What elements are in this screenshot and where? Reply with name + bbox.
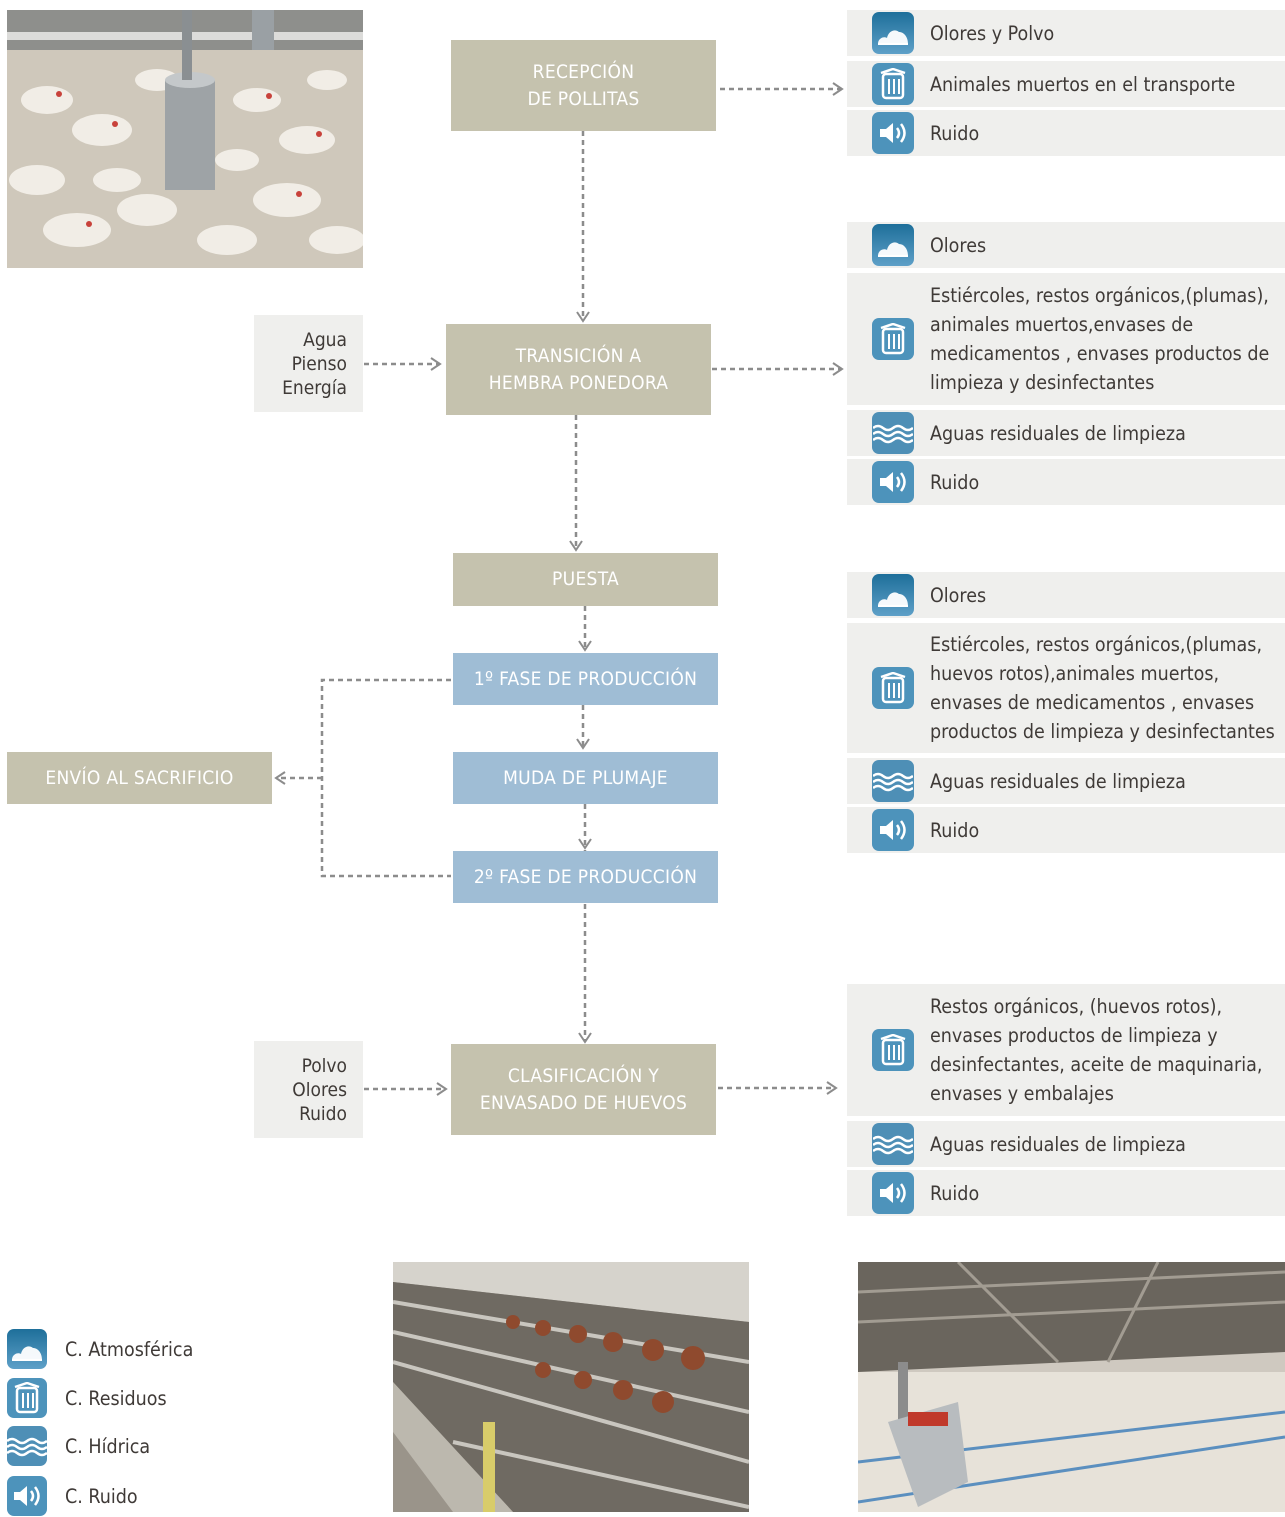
effect-text: Aguas residuales de limpieza [930, 1132, 1186, 1156]
effect-text: Olores y Polvo [930, 21, 1055, 45]
atmosphere-icon [7, 1329, 47, 1369]
legend-item-residuos: C. Residuos [7, 1377, 167, 1419]
step-clasificacion-envasado: CLASIFICACIÓN Y ENVASADO DE HUEVOS [451, 1044, 716, 1135]
atmosphere-icon [872, 224, 914, 266]
effect-text: Ruido [930, 470, 980, 494]
step-recepcion-pollitas: RECEPCIÓN DE POLLITAS [451, 40, 716, 131]
input-label: Energía [282, 376, 347, 399]
waste-icon [872, 1029, 914, 1071]
legend-label: C. Atmosférica [65, 1337, 194, 1361]
legend-item-atmosferica: C. Atmosférica [7, 1328, 193, 1370]
waste-icon [872, 667, 914, 709]
water-icon [872, 412, 914, 454]
input-label: Olores [292, 1078, 347, 1101]
noise-icon [872, 809, 914, 851]
effect-text: Restos orgánicos, (huevos rotos), envase… [930, 995, 1263, 1105]
step-transicion-hembra-ponedora: TRANSICIÓN A HEMBRA PONEDORA [446, 324, 711, 415]
step-fase2-produccion: 2º FASE DE PRODUCCIÓN [453, 851, 718, 903]
effect-row: Restos orgánicos, (huevos rotos), envase… [847, 984, 1285, 1116]
input-label: Agua [303, 328, 347, 351]
legend-item-ruido: C. Ruido [7, 1475, 138, 1517]
inputs-transicion: Agua Pienso Energía [254, 315, 363, 412]
effect-row: Olores [847, 222, 1285, 268]
noise-icon [872, 112, 914, 154]
waste-icon [872, 318, 914, 360]
effect-text: Olores [930, 233, 987, 257]
water-icon [872, 1123, 914, 1165]
effect-text: Ruido [930, 121, 980, 145]
legend-label: C. Ruido [65, 1484, 138, 1508]
legend-item-hidrica: C. Hídrica [7, 1425, 150, 1467]
effect-text: Olores [930, 583, 987, 607]
effect-row: Olores y Polvo [847, 10, 1285, 56]
effect-row: Aguas residuales de limpieza [847, 758, 1285, 804]
step-fase1-produccion: 1º FASE DE PRODUCCIÓN [453, 653, 718, 705]
water-icon [872, 760, 914, 802]
effect-row: Ruido [847, 807, 1285, 853]
atmosphere-icon [872, 574, 914, 616]
effect-text: Aguas residuales de limpieza [930, 769, 1186, 793]
legend-label: C. Residuos [65, 1386, 167, 1410]
effect-row: Ruido [847, 459, 1285, 505]
effect-text: Aguas residuales de limpieza [930, 421, 1186, 445]
photo-laying-cages [393, 1262, 749, 1512]
input-label: Ruido [299, 1102, 347, 1125]
effect-text: Ruido [930, 1181, 980, 1205]
waste-icon [872, 63, 914, 105]
noise-icon [872, 1172, 914, 1214]
effect-row: Animales muertos en el transporte [847, 61, 1285, 107]
step-envio-sacrificio: ENVÍO AL SACRIFICIO [7, 752, 272, 804]
noise-icon [872, 461, 914, 503]
noise-icon [7, 1476, 47, 1516]
photo-chicks-feeder [7, 10, 363, 268]
effect-row: Ruido [847, 1170, 1285, 1216]
legend-label: C. Hídrica [65, 1434, 151, 1458]
inputs-clasificacion: Polvo Olores Ruido [254, 1041, 363, 1138]
effect-row: Aguas residuales de limpieza [847, 410, 1285, 456]
effect-text: Animales muertos en el transporte [930, 72, 1236, 96]
step-muda-plumaje: MUDA DE PLUMAJE [453, 752, 718, 804]
input-label: Pienso [291, 352, 347, 375]
effect-text: Ruido [930, 818, 980, 842]
step-puesta: PUESTA [453, 553, 718, 606]
effect-text: Estiércoles, restos orgánicos,(plumas), … [930, 284, 1270, 394]
effect-row: Estiércoles, restos orgánicos,(plumas), … [847, 273, 1285, 405]
water-icon [7, 1426, 47, 1466]
effect-row: Estiércoles, restos orgánicos,(plumas, h… [847, 623, 1285, 753]
effect-row: Aguas residuales de limpieza [847, 1121, 1285, 1167]
effect-text: Estiércoles, restos orgánicos,(plumas, h… [930, 633, 1275, 743]
waste-icon [7, 1378, 47, 1418]
effect-row: Ruido [847, 110, 1285, 156]
effect-row: Olores [847, 572, 1285, 618]
atmosphere-icon [872, 12, 914, 54]
photo-broiler-house [858, 1262, 1285, 1512]
input-label: Polvo [301, 1054, 347, 1077]
